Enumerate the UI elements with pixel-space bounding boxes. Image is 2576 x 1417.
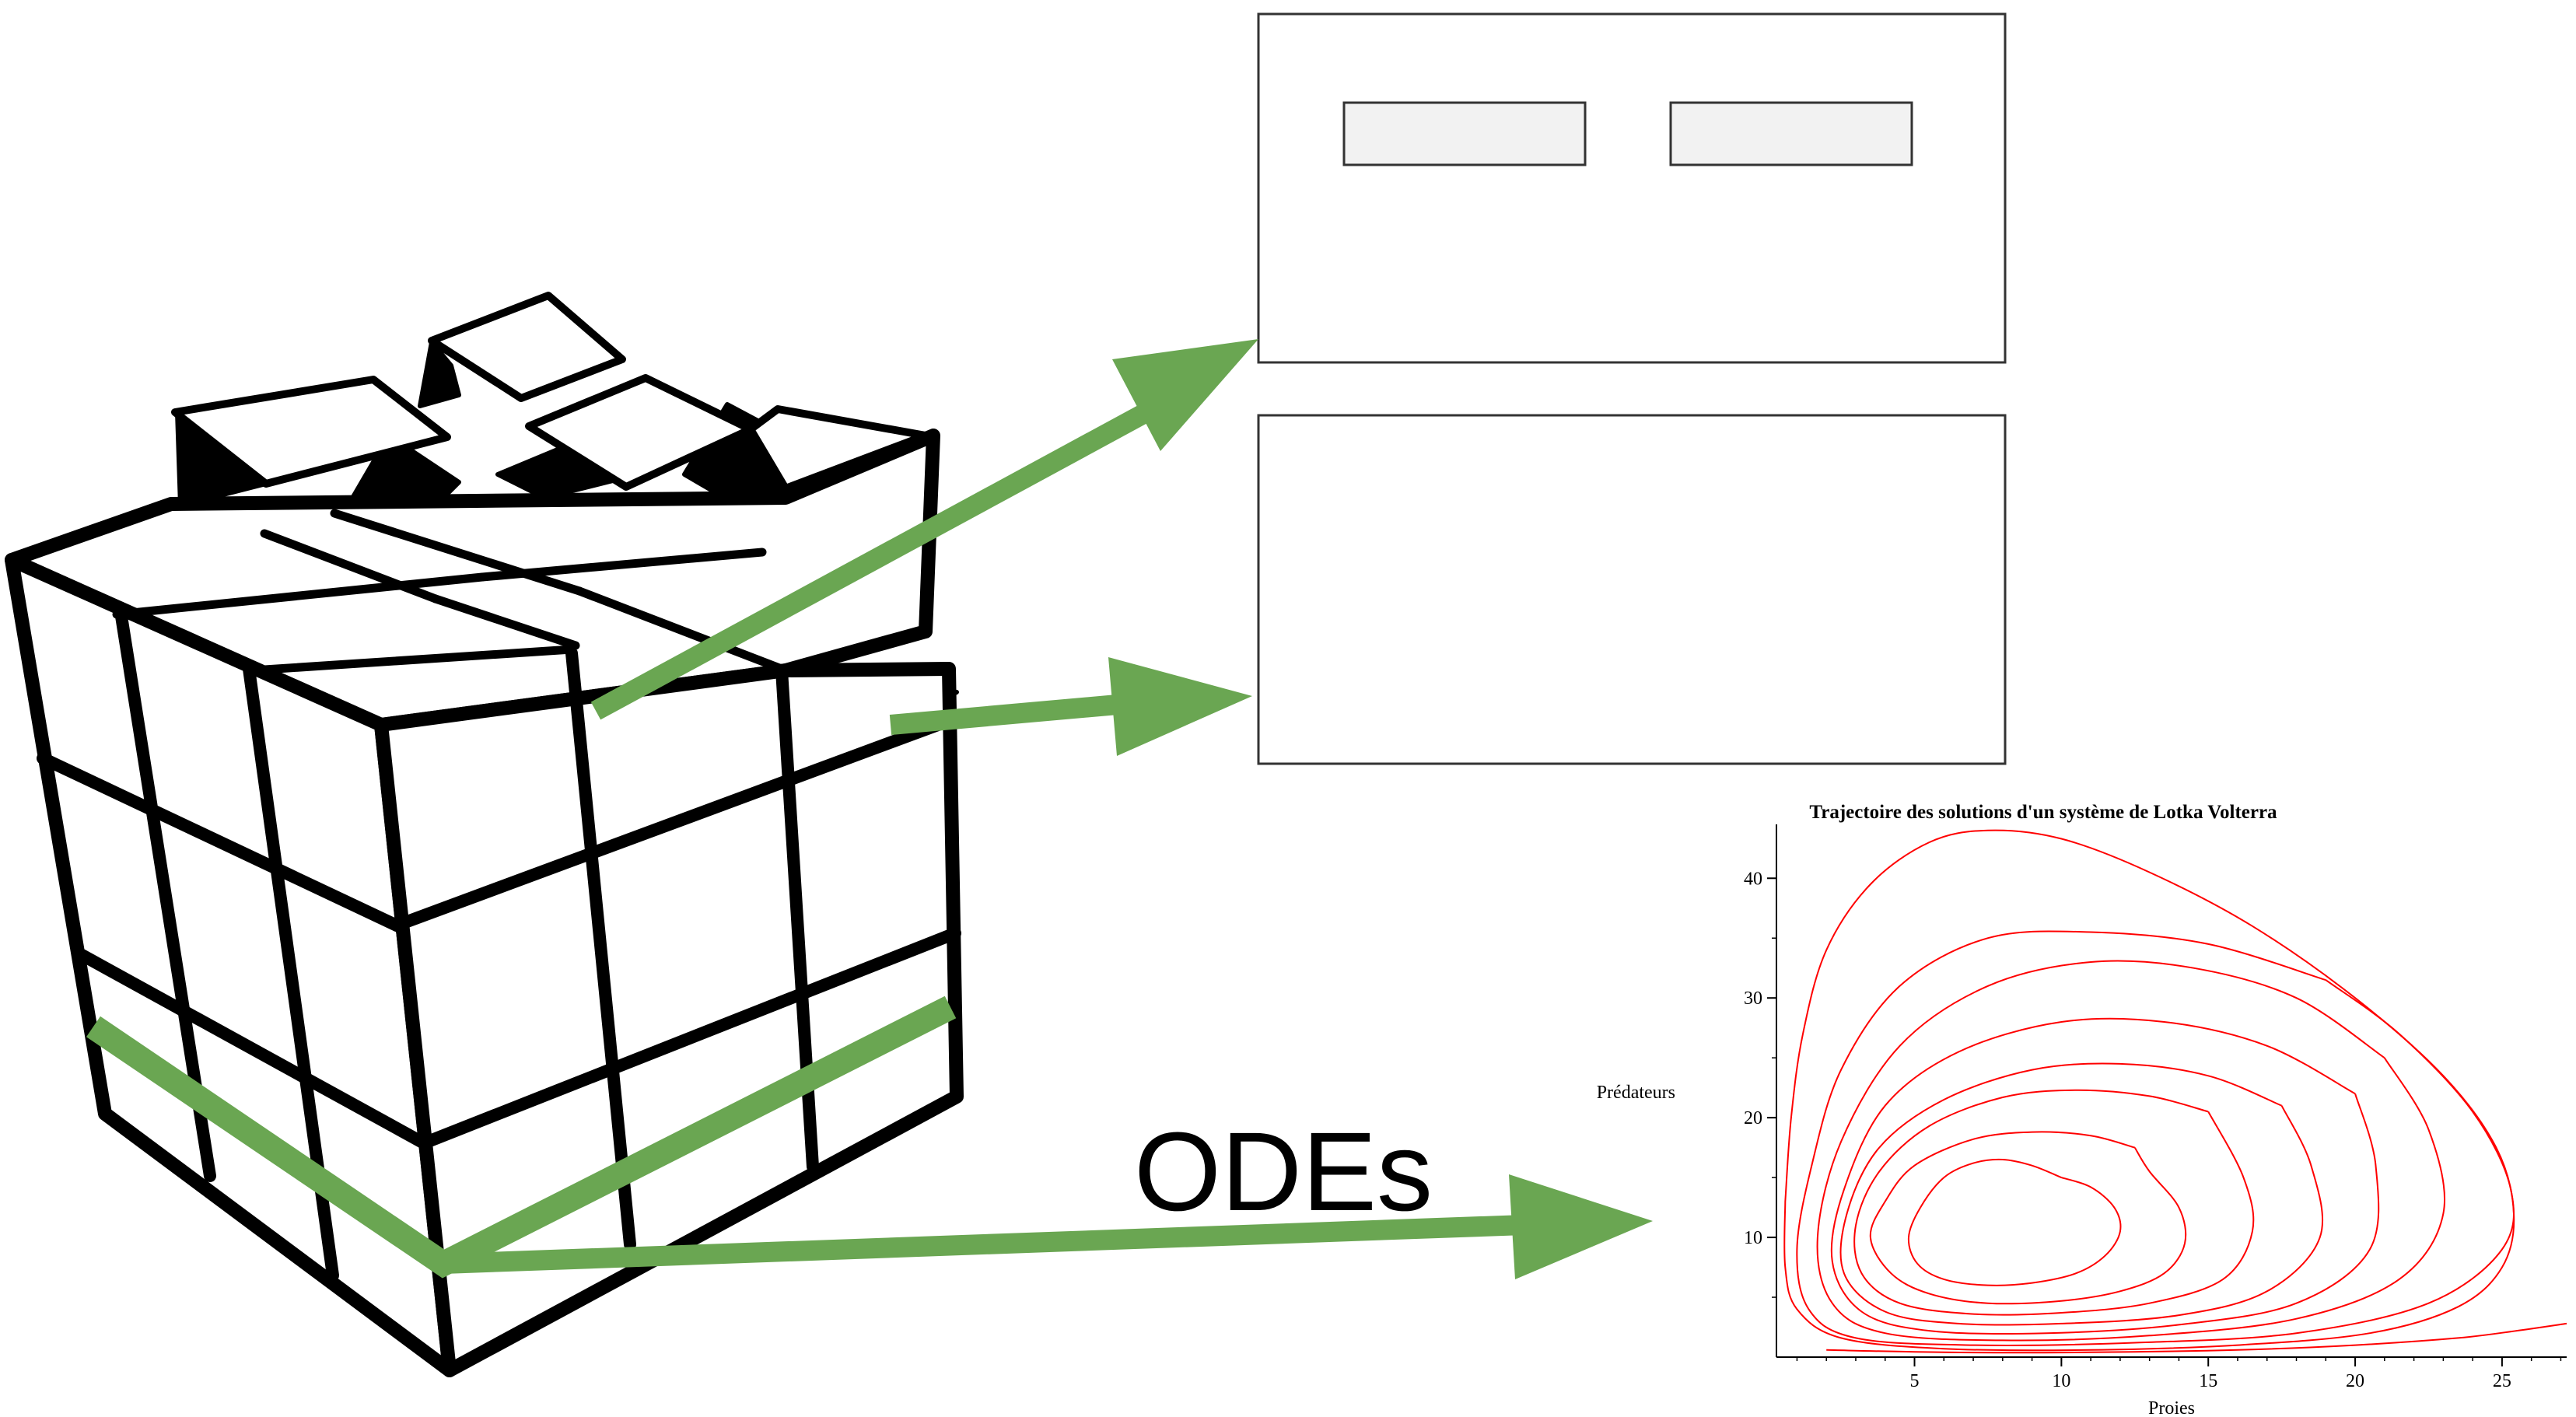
chart-series-group	[1783, 829, 2567, 1354]
green-arrows	[86, 339, 1653, 1279]
trajectory-line-3	[1853, 1089, 2255, 1316]
y-tick-label: 40	[1744, 869, 1762, 889]
y-tick-label: 30	[1744, 988, 1762, 1009]
x-tick-label: 10	[2052, 1371, 2070, 1391]
chart-title: Trajectoire des solutions d'un système d…	[1809, 802, 2277, 823]
trajectory-line-8	[1783, 829, 2515, 1352]
x-tick-label: 25	[2493, 1371, 2511, 1391]
odes-label: ODEs	[1134, 1109, 1433, 1234]
trajectory-line-4	[1839, 1062, 2323, 1326]
top-panel-button-right[interactable]	[1669, 101, 1913, 166]
top-panel	[1257, 12, 2007, 364]
x-tick-label: 5	[1910, 1371, 1920, 1391]
trajectory-line-5	[1830, 1017, 2380, 1335]
top-panel-button-left[interactable]	[1342, 101, 1587, 166]
rubiks-cube-illustration	[5, 292, 964, 1377]
trajectory-line-6	[1816, 960, 2446, 1342]
arrow-to-bottom-panel	[889, 657, 1252, 756]
cube-top-grid	[112, 509, 790, 675]
chart-xlabel: Proies	[2148, 1398, 2195, 1417]
y-tick-label: 20	[1744, 1108, 1762, 1128]
trajectory-line-2	[1869, 1131, 2187, 1305]
arrow-to-chart	[443, 1174, 1653, 1279]
trajectory-line-1	[1907, 1158, 2122, 1286]
x-tick-label: 15	[2199, 1371, 2217, 1391]
y-tick-label: 10	[1744, 1228, 1762, 1248]
chart-axes: 5 10 15 20 25 10 20 30 40	[1744, 824, 2567, 1391]
arrow-to-top-panel	[590, 339, 1258, 720]
cube-top-pieces	[171, 292, 929, 492]
x-tick-label: 20	[2346, 1371, 2364, 1391]
trajectory-line-9	[1826, 1322, 2567, 1354]
bottom-panel	[1257, 414, 2007, 765]
chart-ylabel: Prédateurs	[1597, 1083, 1675, 1103]
lotka-volterra-chart: Trajectoire des solutions d'un système d…	[1597, 802, 2567, 1417]
